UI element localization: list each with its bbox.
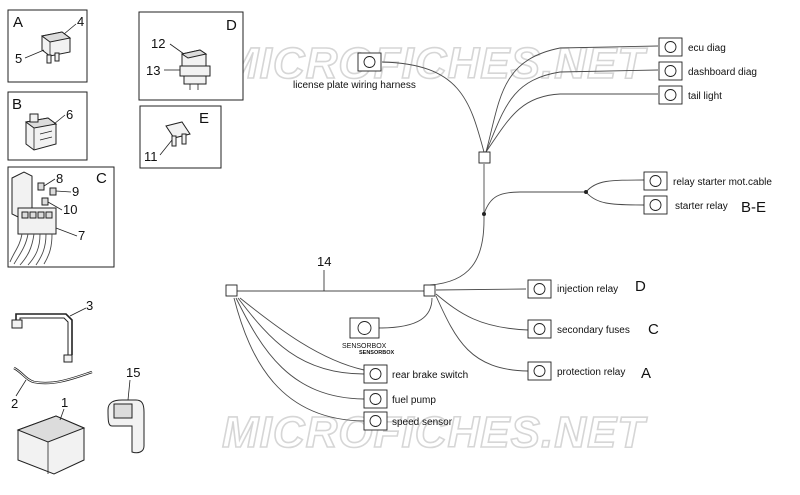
junction-top [478, 151, 491, 164]
label-secondary-fuses: secondary fuses [557, 325, 630, 336]
label-relay-starter-mot: relay starter mot.cable [673, 177, 772, 188]
connector-license-plate [357, 52, 382, 72]
part-number-15: 15 [126, 365, 140, 380]
label-ecu-diag: ecu diag [688, 43, 726, 54]
connector-dashboard-diag [658, 61, 683, 81]
label-tail-light: tail light [688, 91, 722, 102]
connector-ecu-diag [658, 37, 683, 57]
ref-protection-relay: A [641, 365, 651, 382]
part-number-11: 11 [144, 149, 158, 164]
part-number-9: 9 [72, 184, 79, 199]
junction-right [423, 284, 436, 297]
watermark-top: MICROFICHES.NET [222, 39, 647, 88]
relay-d-part [179, 49, 211, 90]
label-rear-brake-switch: rear brake switch [392, 370, 468, 381]
part-number-8: 8 [56, 171, 63, 186]
connector-starter-relay [643, 195, 668, 215]
ref-starter-relay: B-E [741, 199, 766, 216]
relay-a-part [40, 31, 72, 64]
part-number-14: 14 [317, 254, 331, 269]
part-number-13: 13 [146, 63, 160, 78]
label-protection-relay: protection relay [557, 367, 625, 378]
part-number-4: 4 [77, 14, 84, 29]
strap-part-2: 2 [11, 366, 93, 411]
connector-speed-sensor [363, 411, 388, 431]
connector-injection-relay [527, 279, 552, 299]
label-dashboard-diag: dashboard diag [688, 67, 757, 78]
battery-part-1: 1 [16, 395, 86, 475]
part-number-6: 6 [66, 107, 73, 122]
harness-wires [233, 45, 659, 422]
fuse-e-part [165, 121, 191, 147]
group-e-letter: E [199, 110, 209, 127]
connector-secondary-fuses [527, 319, 552, 339]
group-d-box: D 12 13 [138, 11, 244, 101]
junction-left [225, 284, 238, 297]
label-license-plate: license plate wiring harness [293, 80, 416, 91]
part-number-2: 2 [11, 396, 18, 411]
group-e-box: E 11 [139, 105, 222, 169]
label-fuel-pump: fuel pump [392, 395, 436, 406]
part-number-12: 12 [151, 36, 165, 51]
ref-secondary-fuses: C [648, 321, 659, 338]
part-number-5: 5 [15, 51, 22, 66]
connector-protection-relay [527, 361, 552, 381]
part-number-3: 3 [86, 298, 93, 313]
label-starter-relay: starter relay [675, 201, 728, 212]
group-d-letter: D [226, 17, 237, 34]
connector-tail-light [658, 85, 683, 105]
connector-rear-brake-switch [363, 364, 388, 384]
cap-part-15: 15 [107, 365, 145, 454]
part-number-7: 7 [78, 228, 85, 243]
group-c-letter: C [96, 170, 107, 187]
label-sensorbox: SENSORBOX [342, 343, 387, 350]
group-c-box: C 8 9 10 7 [7, 166, 115, 268]
cable-part-3: 3 [11, 298, 93, 363]
label-sensorbox-sub: SENSORBOX [359, 350, 394, 356]
connector-sensorbox [349, 317, 380, 339]
part-number-10: 10 [63, 202, 77, 217]
watermark-bottom: MICROFICHES.NET [222, 408, 647, 457]
label-speed-sensor: speed sensor [392, 417, 453, 428]
group-a-box: A 4 5 [7, 9, 88, 83]
ref-injection-relay: D [635, 278, 646, 295]
part-number-1: 1 [61, 395, 68, 410]
group-b-letter: B [12, 96, 22, 113]
connector-relay-starter-mot [643, 171, 668, 191]
connector-fuel-pump [363, 389, 388, 409]
label-injection-relay: injection relay [557, 284, 618, 295]
fuse-box-c-part [9, 171, 57, 266]
group-a-letter: A [13, 14, 23, 31]
relay-b-part [24, 113, 58, 151]
group-b-box: B 6 [7, 91, 88, 161]
